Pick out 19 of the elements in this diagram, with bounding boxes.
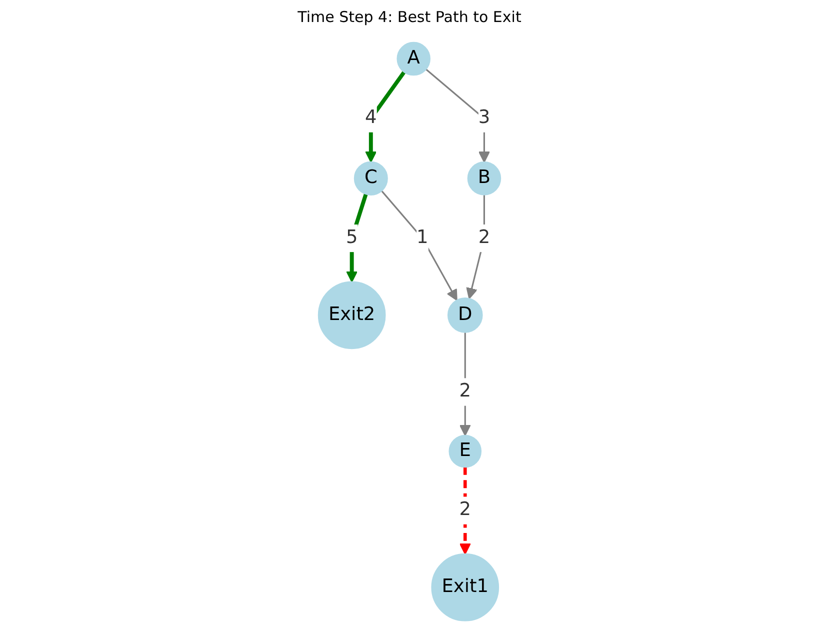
diagram-title: Time Step 4: Best Path to Exit — [298, 8, 522, 26]
node-circle: C — [354, 161, 388, 196]
node-circle: D — [447, 297, 483, 333]
node-circle: B — [467, 162, 502, 196]
edge-label: 5 — [346, 227, 358, 248]
node-circle: E — [448, 434, 482, 468]
edge-label: 1 — [416, 227, 428, 248]
arrow — [365, 70, 406, 163]
arrow — [459, 467, 471, 555]
node-circle: Exit2 — [318, 281, 386, 350]
edge-label: 4 — [365, 107, 377, 128]
edge-label: 2 — [459, 380, 472, 402]
arrow — [459, 332, 471, 436]
arrow — [380, 190, 458, 301]
edge-label: 2 — [478, 227, 490, 248]
node-circle: A — [396, 42, 430, 76]
node-circle: Exit1 — [431, 553, 500, 622]
edge-label: 2 — [459, 499, 472, 520]
edge-label: 3 — [478, 107, 490, 128]
